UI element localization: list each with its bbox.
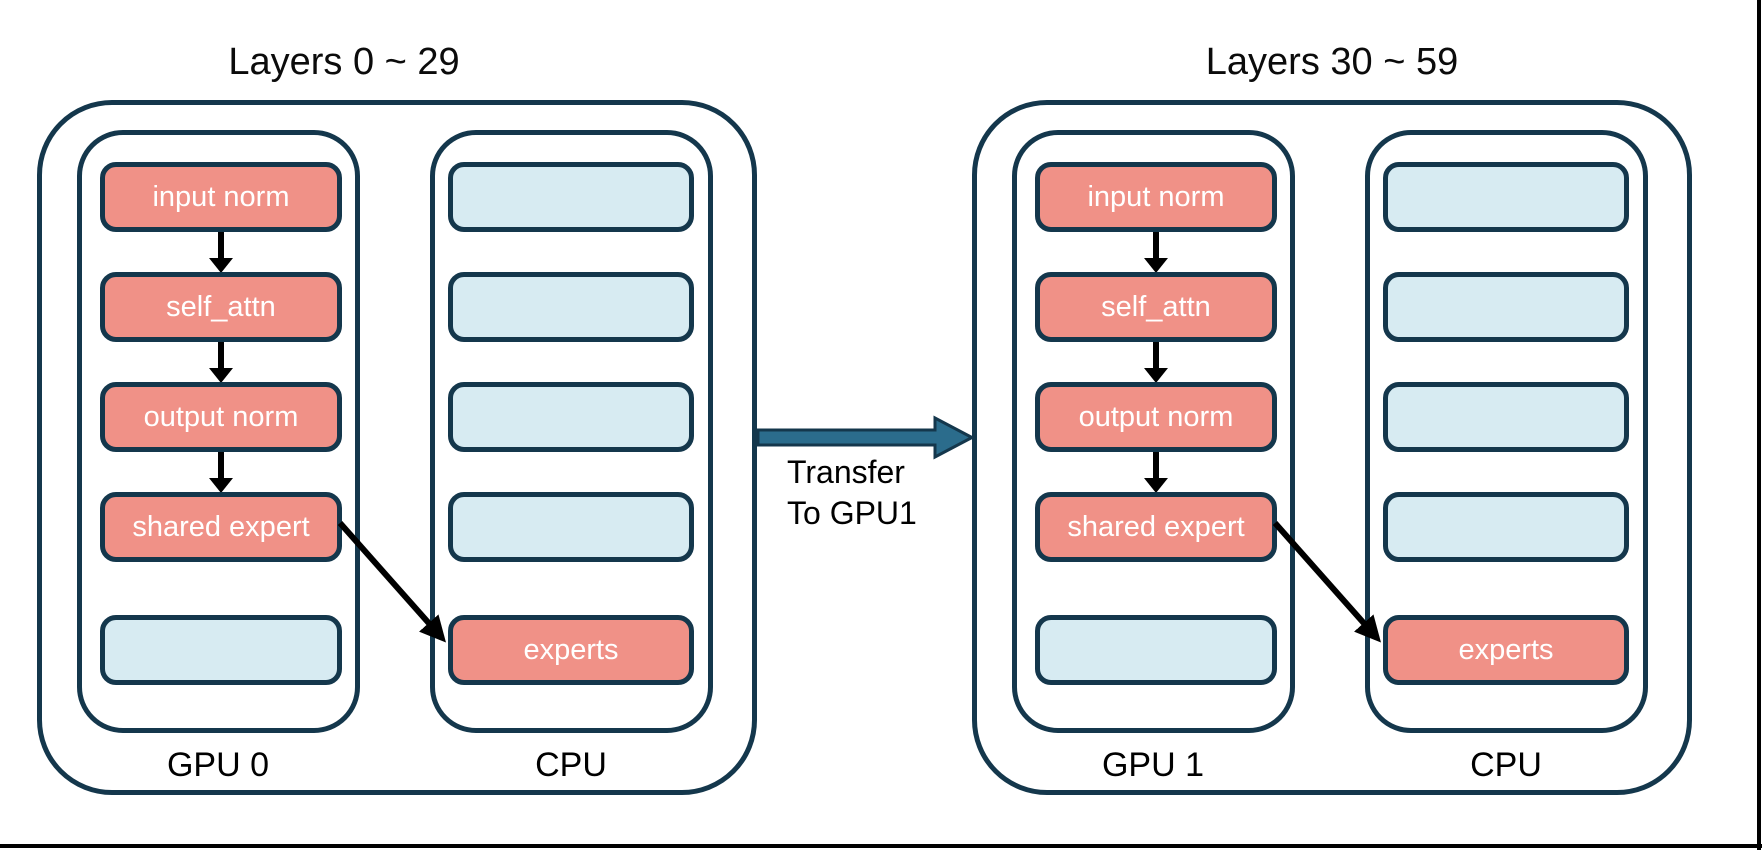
gpu-label: GPU 1 [1101, 746, 1205, 784]
empty-slot-box [1383, 162, 1629, 232]
layers-range-title-right: Layers 30 ~ 59 [1205, 41, 1459, 83]
shared-expert-box: shared expert [1035, 492, 1277, 562]
empty-slot-box [1383, 272, 1629, 342]
page-edge-right [1757, 0, 1761, 850]
page-edge-bottom [0, 844, 1762, 848]
experts-box: experts [448, 615, 694, 685]
cpu-column-left: experts [430, 130, 713, 733]
experts-box: experts [1383, 615, 1629, 685]
input-norm-box: input norm [1035, 162, 1277, 232]
empty-slot-box [1035, 615, 1277, 685]
empty-slot-box [1383, 492, 1629, 562]
gpu0-column: input norm self_attn output norm shared … [77, 130, 360, 733]
transfer-label-line1: Transfer [787, 454, 905, 490]
down-arrow-icon [209, 232, 233, 273]
self-attn-box: self_attn [100, 272, 342, 342]
down-arrow-icon [1144, 452, 1168, 493]
layers-range-title-left: Layers 0 ~ 29 [228, 41, 460, 83]
empty-slot-box [448, 382, 694, 452]
down-arrow-icon [1144, 232, 1168, 273]
layer-group-panel-right: input norm self_attn output norm shared … [972, 100, 1692, 795]
cpu-label: CPU [1470, 746, 1542, 784]
empty-slot-box [1383, 382, 1629, 452]
self-attn-box: self_attn [1035, 272, 1277, 342]
layer-group-panel-left: input norm self_attn output norm shared … [37, 100, 757, 795]
empty-slot-box [100, 615, 342, 685]
transfer-label-line2: To GPU1 [787, 495, 917, 531]
cpu-column-right: experts [1365, 130, 1648, 733]
empty-slot-box [448, 162, 694, 232]
down-arrow-icon [1144, 342, 1168, 383]
cpu-label: CPU [535, 746, 607, 784]
shared-expert-box: shared expert [100, 492, 342, 562]
empty-slot-box [448, 492, 694, 562]
down-arrow-icon [209, 342, 233, 383]
down-arrow-icon [209, 452, 233, 493]
input-norm-box: input norm [100, 162, 342, 232]
output-norm-box: output norm [1035, 382, 1277, 452]
gpu1-column: input norm self_attn output norm shared … [1012, 130, 1295, 733]
empty-slot-box [448, 272, 694, 342]
transfer-label: Transfer To GPU1 [787, 452, 917, 534]
gpu-label: GPU 0 [166, 746, 270, 784]
transfer-arrow-icon [756, 415, 976, 460]
output-norm-box: output norm [100, 382, 342, 452]
